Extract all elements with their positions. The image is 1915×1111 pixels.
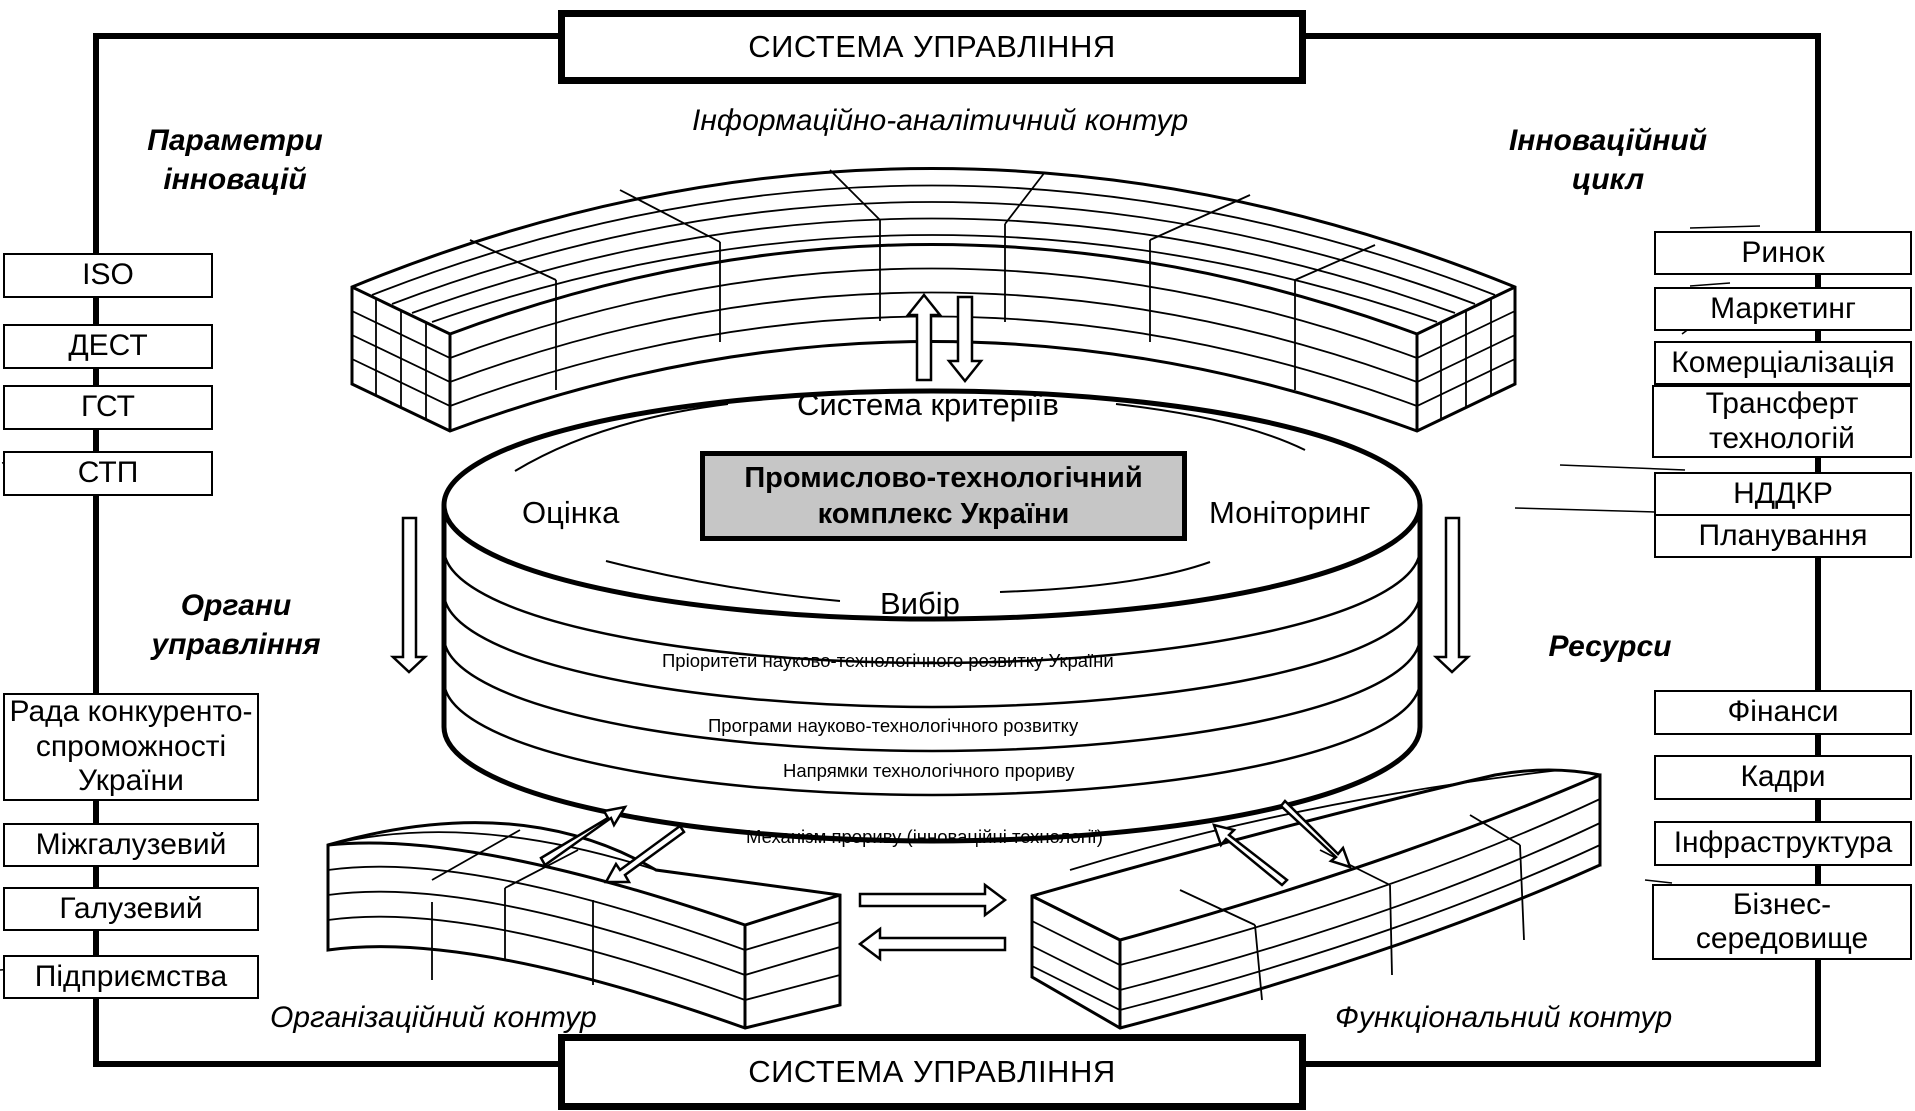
horizontal-arrows <box>857 882 1008 962</box>
resource-infrastructure: Інфраструктура <box>1654 821 1912 866</box>
layer-programs: Програми науково-технологічного розвитку <box>708 715 1079 736</box>
down-arrows <box>389 516 1472 674</box>
evaluation-label: Оцінка <box>522 495 620 530</box>
criteria-label: Система критеріїв <box>797 387 1059 422</box>
cycle-transfer: Трансферт технологій <box>1652 385 1912 458</box>
complex-box: Промислово-технологічний комплекс Україн… <box>700 451 1187 541</box>
cylinder <box>441 388 1423 844</box>
cycle-rnd: НДДКР <box>1654 472 1912 516</box>
organ-sectoral: Галузевий <box>3 887 259 931</box>
info-contour-label: Інформаційно-аналітичний контур <box>692 104 1189 137</box>
system-title-top: СИСТЕМА УПРАВЛІННЯ <box>558 10 1306 84</box>
cycle-commercialization: Комерціалізація <box>1654 341 1912 385</box>
layer-priorities: Пріоритети науково-технологічного розвит… <box>662 650 1114 671</box>
info-contour-band <box>350 167 1517 433</box>
param-gst: ГСТ <box>3 385 213 430</box>
vertical-double-arrow <box>905 292 984 384</box>
organ-enterprises: Підприємства <box>3 955 259 999</box>
system-title-bottom: СИСТЕМА УПРАВЛІННЯ <box>558 1034 1306 1110</box>
param-dest: ДЕСТ <box>3 324 213 369</box>
resource-finance: Фінанси <box>1654 690 1912 735</box>
func-contour-label: Функціональний контур <box>1335 1001 1673 1034</box>
cycle-planning: Планування <box>1654 514 1912 558</box>
resource-personnel: Кадри <box>1654 755 1912 800</box>
cycle-marketing: Маркетинг <box>1654 287 1912 331</box>
org-contour-band <box>326 821 842 1030</box>
choice-label: Вибір <box>880 586 960 621</box>
params-heading: Параметри інновацій <box>147 124 323 196</box>
org-contour-label: Організаційний контур <box>270 1001 597 1034</box>
organs-heading: Органи управління <box>151 589 321 661</box>
diagonal-arrows-right <box>1212 799 1353 887</box>
diagonal-arrows-left <box>539 805 686 884</box>
param-iso: ISO <box>3 253 213 298</box>
resource-business-environment: Бізнес- середовище <box>1652 884 1912 960</box>
organ-intersectoral: Міжгалузевий <box>3 823 259 867</box>
resources-heading: Ресурси <box>1548 630 1672 663</box>
organ-council: Рада конкуренто- спроможності України <box>3 693 259 801</box>
func-contour-band <box>1030 768 1602 1030</box>
cycle-heading: Інноваційний цикл <box>1508 124 1708 196</box>
param-stp: СТП <box>3 451 213 496</box>
layer-mechanism: Механізм прориву (інноваційні технології… <box>746 826 1103 847</box>
layer-directions: Напрямки технологічного прориву <box>783 760 1075 781</box>
monitoring-label: Моніторинг <box>1209 495 1371 530</box>
cycle-market: Ринок <box>1654 231 1912 275</box>
